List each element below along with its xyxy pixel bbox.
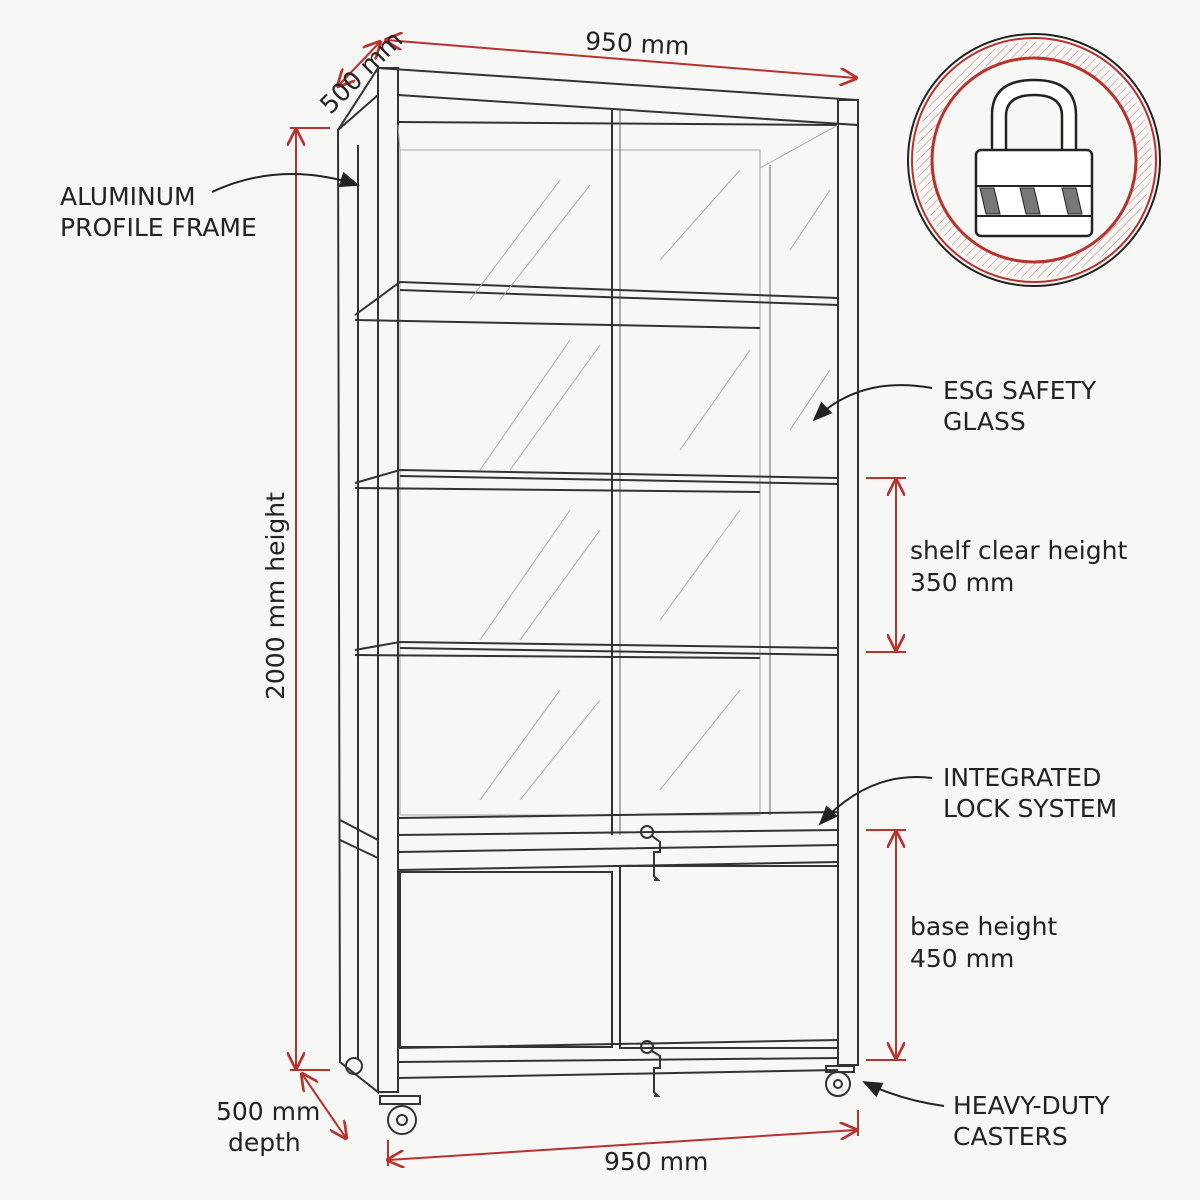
casters [345,1057,855,1135]
lock-lower [640,1040,661,1097]
base-height-label: base height [910,912,1057,941]
top-depth-dimension [338,42,380,86]
top-width-dimension [386,40,856,78]
shelf-clear-value: 350 mm [910,568,1014,597]
base-height-value: 450 mm [910,944,1014,973]
glass-reflections [469,169,831,801]
svg-text:HEAVY-DUTY: HEAVY-DUTY [953,1091,1110,1120]
bottom-width-dimension [388,1130,856,1160]
lock-upper [640,825,661,881]
front-left-post [377,67,399,1093]
callout-glass: ESG SAFETY GLASS [812,376,1097,436]
dimension-lines [290,40,906,1166]
callout-casters: HEAVY-DUTY CASTERS [862,1081,1110,1151]
padlock-icon [907,33,1161,287]
front-right-post [837,99,859,1066]
svg-text:INTEGRATED: INTEGRATED [943,763,1101,792]
callout-lock: INTEGRATED LOCK SYSTEM [818,763,1117,826]
lock-rail [397,810,839,837]
base-door-left [399,871,613,1048]
bottom-depth-dimension [302,1074,346,1138]
bottom-depth-label: depth [228,1128,301,1157]
cabinet [336,64,859,1135]
svg-text:CASTERS: CASTERS [953,1122,1068,1151]
svg-text:PROFILE FRAME: PROFILE FRAME [60,213,257,242]
glass-shelves [354,280,839,659]
bottom-width-label: 950 mm [604,1147,708,1176]
svg-text:ESG SAFETY: ESG SAFETY [943,376,1097,405]
top-depth-label: 500 mm [314,25,408,119]
height-label: 2000 mm height [261,492,290,700]
svg-text:ALUMINUM: ALUMINUM [60,182,196,211]
shelf-clear-label: shelf clear height [910,536,1127,565]
base-door-right [619,865,839,1049]
shelf-2 [354,468,839,493]
bottom-depth-value: 500 mm [216,1097,320,1126]
cabinet-top [377,67,859,127]
callout-frame: ALUMINUM PROFILE FRAME [60,171,360,242]
shelf-3 [354,640,839,659]
shelf-1 [354,280,839,329]
svg-text:LOCK SYSTEM: LOCK SYSTEM [943,794,1117,823]
top-width-label: 950 mm [584,27,690,61]
svg-text:GLASS: GLASS [943,407,1026,436]
